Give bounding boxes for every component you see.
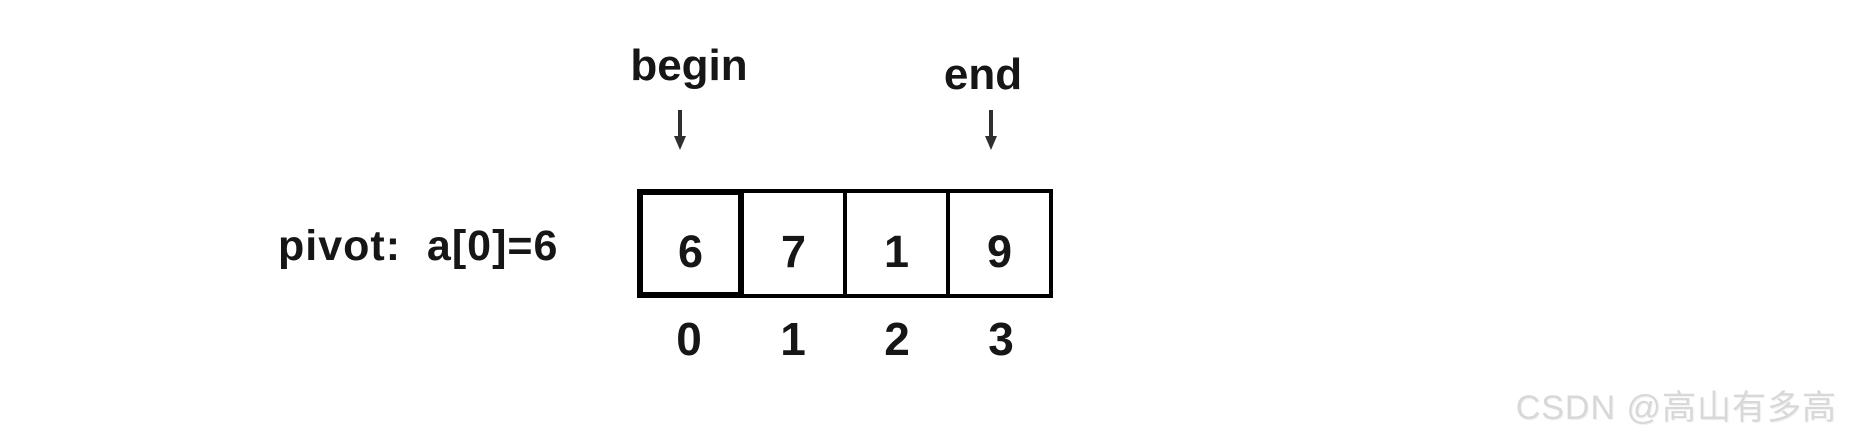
array-cell-3: 9: [946, 189, 1053, 298]
index-label-1: 1: [780, 313, 806, 365]
index-row: 0 1 2 3: [637, 312, 1053, 366]
array-cell-0-pivot: 6: [637, 189, 744, 298]
array-cell-2: 1: [843, 189, 950, 298]
begin-pointer-label: begin: [630, 41, 748, 90]
pivot-label: pivot: a[0]=6: [278, 222, 559, 270]
end-pointer-label: end: [943, 50, 1023, 99]
csdn-watermark: CSDN @高山有多高: [1515, 389, 1837, 427]
end-down-arrow-icon: [985, 110, 997, 150]
array-box: 6 7 1 9: [637, 189, 1053, 298]
index-label-3: 3: [988, 313, 1014, 365]
index-label-2: 2: [884, 313, 910, 365]
begin-down-arrow-icon: [674, 110, 686, 150]
array-cell-1: 7: [740, 189, 847, 298]
index-label-0: 0: [676, 313, 702, 365]
